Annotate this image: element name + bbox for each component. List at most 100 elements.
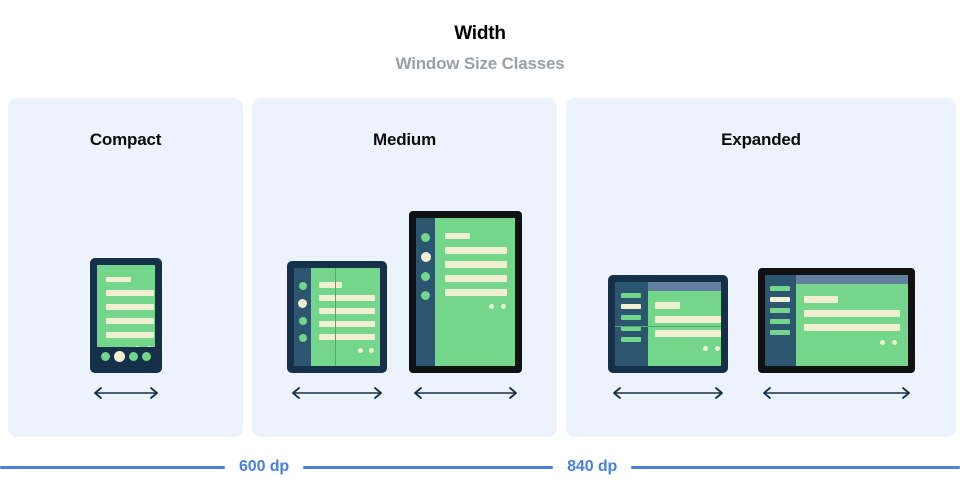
header: Width Window Size Classes (0, 22, 960, 75)
content-dot (501, 304, 506, 309)
content-line (105, 318, 154, 324)
content-line (445, 261, 507, 268)
panel-title-compact: Compact (89, 130, 162, 149)
content-line (105, 332, 154, 338)
content-line (654, 302, 680, 309)
width-measure-arrow (93, 387, 158, 399)
rail-item (298, 282, 307, 290)
content-line (105, 290, 154, 296)
page-title: Width (454, 23, 506, 44)
tablet-landscape-content (795, 275, 908, 366)
panel-title-medium: Medium (372, 130, 437, 149)
content-line (654, 330, 721, 337)
rail-item (421, 291, 430, 300)
content-line (803, 310, 900, 317)
fold-seam (614, 326, 721, 327)
foldable-portrait-content (311, 268, 380, 366)
panel-compact: Compact (8, 98, 243, 437)
scale-rule-segment (303, 465, 554, 469)
device-column-phone (89, 258, 162, 401)
rail-item (770, 286, 790, 291)
device-column-foldable-portrait (287, 261, 387, 401)
content-dot (358, 348, 363, 353)
device-tablet-portrait (409, 211, 522, 373)
top-app-bar (795, 275, 908, 284)
tablet-portrait-content (435, 218, 515, 366)
rail-item-active (770, 297, 790, 302)
rail-item (621, 293, 641, 298)
rail-item-active (298, 299, 307, 308)
content-line (319, 334, 375, 340)
content-line (445, 247, 507, 254)
rail-item (621, 326, 641, 331)
breakpoint-label-840dp: 840 dp (567, 458, 618, 475)
device-group-compact (8, 258, 243, 401)
size-class-panels: Compact (8, 98, 956, 437)
width-measure-arrow (414, 387, 517, 399)
content-line (319, 321, 375, 327)
top-app-bar (647, 282, 721, 291)
content-line (319, 295, 375, 301)
rail-item (298, 334, 307, 342)
foldable-landscape-screen (614, 282, 721, 366)
content-dot (702, 346, 708, 351)
rail-item (298, 317, 307, 325)
bottom-nav-item (141, 352, 151, 361)
device-column-tablet-portrait (409, 211, 522, 401)
content-line (803, 296, 838, 303)
rail-item (770, 308, 790, 313)
scale-rule-segment (631, 465, 960, 469)
device-column-tablet-landscape (757, 268, 915, 401)
device-tablet-landscape (757, 268, 915, 373)
rail-item (770, 319, 790, 324)
content-line (319, 282, 342, 288)
content-line (445, 289, 507, 296)
rail-item-active (420, 252, 431, 262)
page-subtitle: Window Size Classes (395, 54, 565, 73)
navigation-rail (416, 218, 435, 366)
content-line (445, 275, 507, 282)
content-dot (489, 304, 494, 309)
content-dot (714, 346, 720, 351)
bottom-nav-item (100, 352, 110, 361)
content-dot (879, 340, 885, 345)
breakpoint-label-600dp: 600 dp (239, 458, 290, 475)
device-group-medium (252, 211, 557, 401)
content-line (105, 304, 154, 310)
fold-seam (335, 268, 336, 366)
rail-item (421, 233, 430, 242)
bottom-nav-item (128, 352, 138, 361)
content-line (803, 324, 900, 331)
device-column-foldable-landscape (607, 275, 728, 401)
device-foldable-portrait (287, 261, 387, 373)
phone-screen (96, 265, 155, 366)
content-line (319, 308, 375, 314)
content-line (654, 316, 721, 323)
content-dot (369, 348, 374, 353)
panel-title-expanded: Expanded (721, 130, 801, 149)
navigation-rail (294, 268, 311, 366)
content-line (105, 277, 131, 282)
tablet-portrait-screen (416, 218, 515, 366)
width-measure-arrow (612, 387, 723, 399)
width-measure-arrow (292, 387, 382, 399)
rail-item (621, 315, 641, 320)
rail-item (770, 330, 790, 335)
rail-item (421, 272, 430, 281)
foldable-landscape-content (647, 282, 721, 366)
content-line (445, 233, 470, 239)
rail-item-active (621, 304, 641, 309)
foldable-portrait-screen (294, 268, 380, 366)
bottom-nav-item-active (113, 351, 125, 362)
width-measure-arrow (762, 387, 910, 399)
rail-item (621, 337, 641, 342)
content-dot (891, 340, 897, 345)
device-foldable-landscape (607, 275, 728, 373)
panel-expanded: Expanded (566, 98, 956, 437)
panel-medium: Medium (252, 98, 557, 437)
device-phone-portrait (89, 258, 162, 373)
navigation-rail (764, 275, 796, 366)
navigation-rail (614, 282, 648, 366)
tablet-landscape-screen (764, 275, 908, 366)
